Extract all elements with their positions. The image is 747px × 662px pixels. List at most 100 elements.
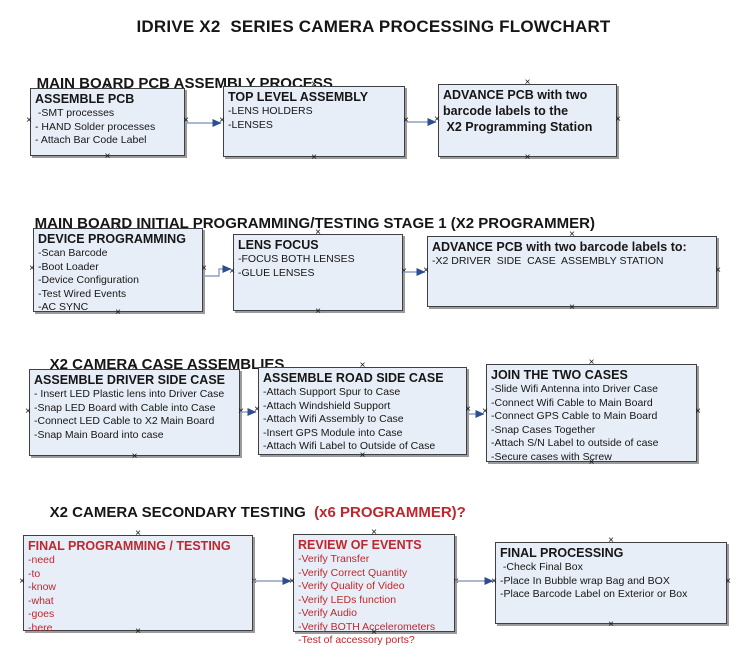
section-heading-red-suffix: (x6 PROGRAMMER)? bbox=[305, 504, 466, 521]
box-title: ADVANCE PCB with two barcode labels to: bbox=[432, 240, 687, 254]
box-item: -FOCUS BOTH LENSES bbox=[238, 253, 355, 265]
box-item: -LENS HOLDERS bbox=[228, 105, 313, 117]
box-item: -Verify Transfer bbox=[298, 553, 370, 565]
connector-handle-icon: × bbox=[453, 576, 459, 587]
connector-handle-icon: × bbox=[715, 264, 721, 276]
box-item: -Place Barcode Label on Exterior or Box bbox=[500, 588, 688, 600]
box-item: -LENSES bbox=[228, 118, 273, 131]
box-item: -SMT processes bbox=[35, 107, 115, 119]
flow-box-device-programming: × × × × DEVICE PROGRAMMING -Scan Barcode… bbox=[29, 222, 207, 318]
flow-box-assemble-driver-side-case: × × × × ASSEMBLE DRIVER SIDE CASE - Inse… bbox=[25, 363, 244, 462]
connector-handle-icon: × bbox=[29, 263, 35, 274]
box-title: FINAL PROCESSING bbox=[500, 546, 624, 560]
box-item: -Connect Wifi Cable to Main Board bbox=[491, 396, 653, 409]
connector-handle-icon: × bbox=[311, 152, 317, 163]
box-item: -know bbox=[28, 581, 57, 593]
box-item: -Device Configuration bbox=[38, 274, 139, 286]
connector-handle-icon: × bbox=[491, 576, 497, 587]
box-item: -Connect LED Cable to X2 Main Board bbox=[34, 415, 215, 427]
box-title: ASSEMBLE DRIVER SIDE CASE bbox=[34, 373, 226, 387]
connector-handle-icon: × bbox=[695, 406, 701, 417]
box-title: REVIEW OF EVENTS bbox=[298, 538, 422, 552]
box-item: -Attach Wifi Assembly to Case bbox=[263, 413, 404, 425]
box-title: DEVICE PROGRAMMING bbox=[38, 232, 186, 246]
flow-box-advance-pcb-driver-side-station: × × × × ADVANCE PCB with two barcode lab… bbox=[423, 230, 721, 313]
box-item: -Boot Loader bbox=[38, 260, 99, 273]
section-heading-text: X2 CAMERA SECONDARY TESTING bbox=[49, 504, 306, 521]
box-item: -Check Final Box bbox=[500, 561, 583, 573]
flow-box-lens-focus: × × × × LENS FOCUS -FOCUS BOTH LENSES -G… bbox=[229, 228, 407, 317]
page-title: IDRIVE X2 SERIES CAMERA PROCESSING FLOWC… bbox=[136, 17, 611, 36]
connector-handle-icon: × bbox=[229, 265, 235, 277]
connector-handle-icon: × bbox=[183, 115, 189, 126]
box-title: FINAL PROGRAMMING / TESTING bbox=[28, 539, 231, 553]
box-item: -Verify Audio bbox=[298, 607, 357, 619]
connector-handle-icon: × bbox=[289, 576, 295, 587]
flow-box-assemble-road-side-case: × × × × ASSEMBLE ROAD SIDE CASE -Attach … bbox=[254, 361, 471, 461]
box-item: -Test of accessory ports? bbox=[298, 634, 415, 646]
connector-handle-icon: × bbox=[104, 151, 111, 162]
box-item: -Snap Cases Together bbox=[491, 423, 596, 436]
box-item: - Insert LED Plastic lens into Driver Ca… bbox=[34, 388, 225, 400]
box-item: -Attach Wifi Label to Outside of Case bbox=[263, 440, 436, 452]
flow-box-review-of-events: × × × × REVIEW OF EVENTS -Verify Transfe… bbox=[289, 528, 459, 647]
connector-handle-icon: × bbox=[19, 576, 25, 587]
connector-handle-icon: × bbox=[434, 113, 440, 125]
box-item: -Verify BOTH Accelerometers bbox=[298, 620, 436, 633]
flow-box-top-level-assembly: × × × × TOP LEVEL ASSEMBLY -LENS HOLDERS… bbox=[219, 80, 409, 163]
box-item: -Insert GPS Module into Case bbox=[263, 426, 403, 439]
connector-handle-icon: × bbox=[201, 263, 207, 274]
box-title: JOIN THE TWO CASES bbox=[491, 368, 628, 382]
flow-box-final-programming-testing: × × × × FINAL PROGRAMMING / TESTING -nee… bbox=[19, 529, 257, 637]
connector-handle-icon: × bbox=[423, 264, 429, 276]
connector-handle-icon: × bbox=[25, 405, 31, 417]
box-item: -Attach Support Spur to Case bbox=[263, 386, 401, 398]
box-item: -Snap Main Board into case bbox=[34, 428, 164, 441]
box-item: -Verify Quality of Video bbox=[298, 580, 405, 592]
box-title: ASSEMBLE ROAD SIDE CASE bbox=[263, 371, 444, 385]
box-item: -Slide Wifi Antenna into Driver Case bbox=[491, 383, 658, 395]
box-title: ASSEMBLE PCB bbox=[35, 92, 135, 106]
box-title: LENS FOCUS bbox=[238, 238, 319, 252]
flow-box-final-processing: × × × × FINAL PROCESSING -Check Final Bo… bbox=[491, 536, 731, 630]
box-item: - HAND Solder processes bbox=[35, 120, 156, 133]
box-item: -Secure cases with Screw bbox=[491, 450, 612, 463]
box-title: TOP LEVEL ASSEMBLY bbox=[228, 90, 369, 104]
box-item: -GLUE LENSES bbox=[238, 266, 315, 279]
box-item: -goes bbox=[28, 608, 55, 620]
connector-handle-icon: × bbox=[401, 265, 407, 277]
box-item: -need bbox=[28, 554, 55, 566]
box-item: -Attach S/N Label to outside of case bbox=[491, 437, 659, 449]
box-item: - Attach Bar Code Label bbox=[35, 134, 147, 146]
box-item: -AC SYNC bbox=[38, 301, 89, 313]
box-item: -here bbox=[28, 621, 53, 634]
section-heading-initial-programming: MAIN BOARD INITIAL PROGRAMMING/TESTING S… bbox=[18, 198, 595, 249]
connector-handle-icon: × bbox=[403, 114, 409, 126]
connector-handle-icon: × bbox=[608, 619, 614, 630]
connector-handle-icon: × bbox=[26, 115, 32, 126]
box-title: ADVANCE PCB with two barcode labels to t… bbox=[443, 88, 593, 134]
connector-handle-icon: × bbox=[131, 451, 138, 462]
section-heading-secondary-testing: X2 CAMERA SECONDARY TESTING (x6 PROGRAMM… bbox=[33, 487, 466, 538]
box-item: -Snap LED Board with Cable into Case bbox=[34, 401, 216, 414]
flow-box-advance-pcb-programming-station: × × × × ADVANCE PCB with two barcode lab… bbox=[434, 78, 621, 163]
box-item: -Place In Bubble wrap Bag and BOX bbox=[500, 574, 670, 587]
connector-handle-icon: × bbox=[725, 576, 731, 587]
connector-handle-icon: × bbox=[251, 576, 257, 587]
box-item: -Scan Barcode bbox=[38, 247, 108, 259]
connector-handle-icon: × bbox=[254, 404, 260, 415]
flow-box-assemble-pcb: × × × × ASSEMBLE PCB -SMT processes - HA… bbox=[26, 82, 189, 162]
box-item: -Verify LEDs function bbox=[298, 593, 397, 606]
connector-handle-icon: × bbox=[465, 404, 471, 415]
box-item: -Connect GPS Cable to Main Board bbox=[491, 410, 658, 422]
connector-handle-icon: × bbox=[615, 113, 621, 125]
box-item: -Attach Windshield Support bbox=[263, 399, 391, 412]
flow-box-join-the-two-cases: × × × × JOIN THE TWO CASES -Slide Wifi A… bbox=[482, 358, 701, 468]
arrow-device-programming-to-lens-focus bbox=[203, 265, 232, 277]
connector-handle-icon: × bbox=[524, 152, 531, 163]
connector-handle-icon: × bbox=[238, 405, 244, 417]
connector-handle-icon: × bbox=[569, 302, 575, 313]
connector-handle-icon: × bbox=[315, 306, 321, 317]
connector-handle-icon: × bbox=[219, 114, 225, 126]
